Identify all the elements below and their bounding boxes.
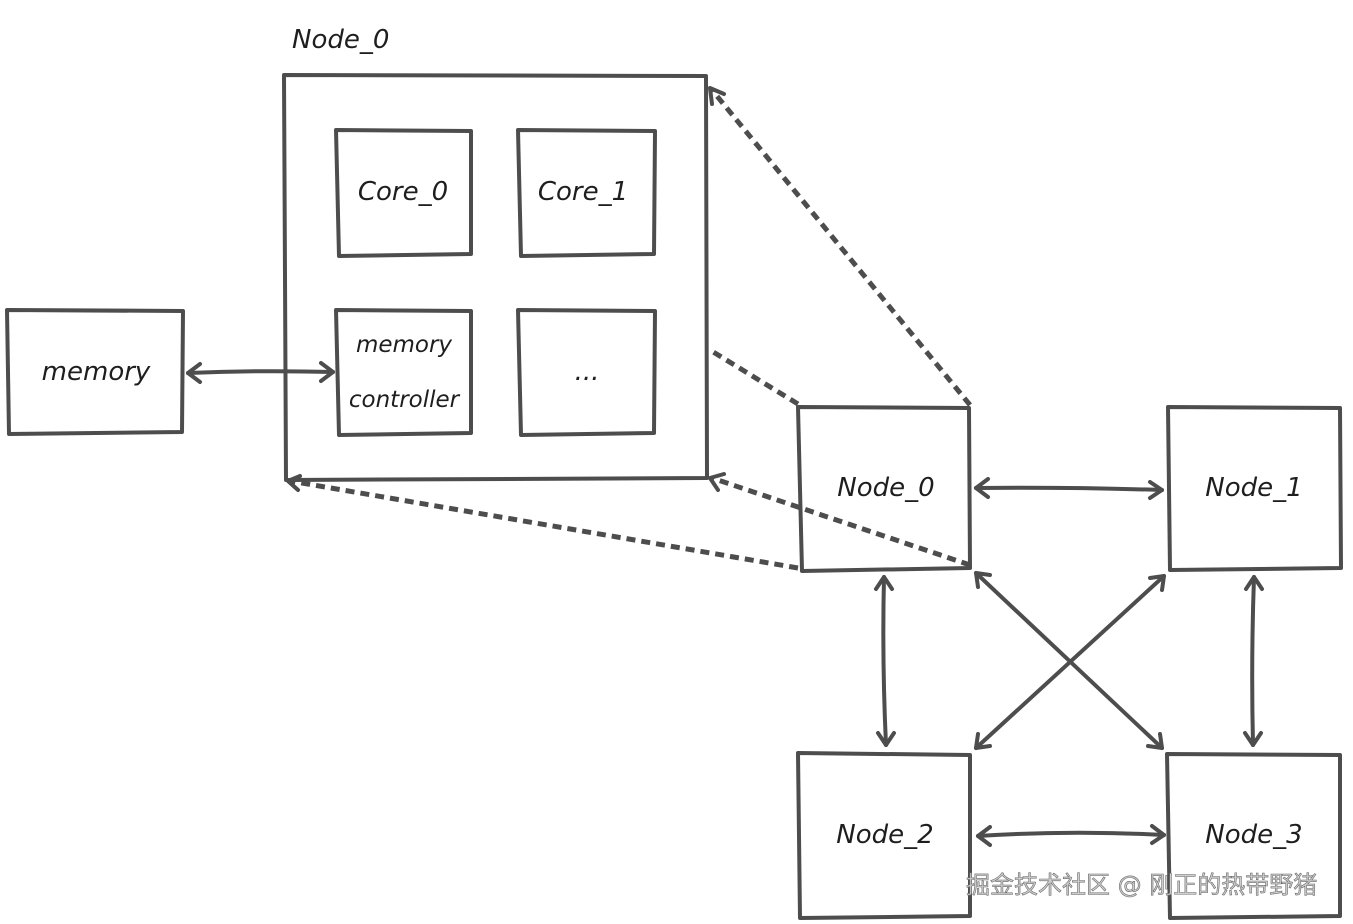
node-box-1: Node_1 [1166,405,1343,572]
node-box-0: Node_0 [796,405,972,573]
core-box-1: Core_1 [516,128,657,258]
memory-controller-label-line2: controller [349,387,461,413]
memory-box: memory [5,308,185,436]
zoom-lines [286,86,972,571]
node-label-3: Node_3 [1205,820,1302,850]
memory-controller-box: memory controller [334,308,473,437]
ellipsis-box: ... [516,308,657,437]
core-box-0: Core_0 [334,128,473,258]
expanded-node-title: Node_0 [292,25,389,55]
node-box-2: Node_2 [796,751,972,920]
arrow-node0-node1 [974,477,1164,500]
expanded-node-box [282,73,709,482]
arrow-memory-controller [186,361,335,384]
node-box-3: Node_3 [1165,752,1342,920]
node-label-0: Node_0 [837,473,934,503]
ellipsis-label: ... [575,357,600,387]
core-label-1: Core_1 [538,177,628,207]
memory-controller-label-line1: memory [356,332,452,358]
core-label-0: Core_0 [358,177,448,207]
arrow-node0-node2 [874,575,896,747]
arrow-node2-node3 [976,824,1166,847]
memory-label: memory [42,357,151,387]
arrow-node1-node3 [1243,575,1264,747]
watermark: 掘金技术社区 @ 刚正的热带野猪 [966,871,1317,899]
arrow-node1-node2 [974,574,1166,750]
node-label-1: Node_1 [1205,473,1302,503]
node-label-2: Node_2 [836,820,933,850]
